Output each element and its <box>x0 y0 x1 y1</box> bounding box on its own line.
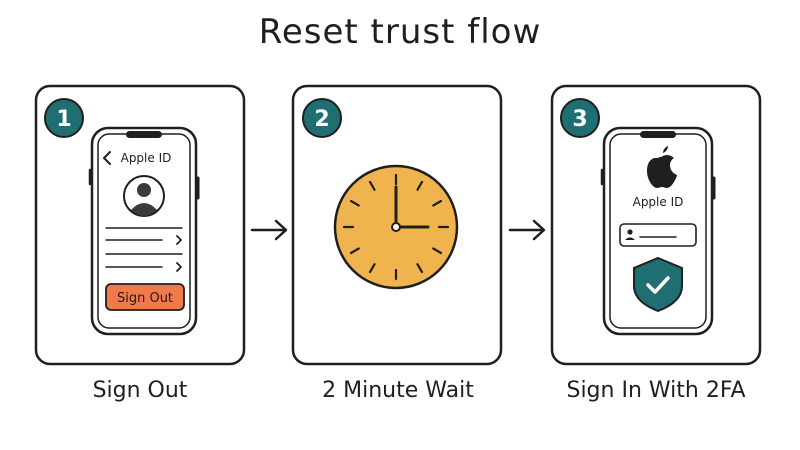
clock-tick <box>368 263 376 274</box>
step-1-badge: 1 <box>44 98 84 138</box>
clock-tick <box>349 199 360 207</box>
step-3-caption: Sign In With 2FA <box>566 378 746 403</box>
apple-id-title: Apple ID <box>633 195 684 209</box>
clock-tick <box>416 263 424 274</box>
user-field-icon <box>625 229 635 240</box>
arrow-right-icon <box>250 219 288 241</box>
step-1-panel: 1 Apple ID <box>34 84 246 366</box>
arrow-right-icon <box>508 219 546 241</box>
step-1-caption: Sign Out <box>92 378 188 403</box>
shield-check-icon <box>633 256 683 313</box>
username-input[interactable] <box>619 223 697 247</box>
chevron-right-icon[interactable] <box>176 235 182 245</box>
chevron-right-icon[interactable] <box>176 262 182 272</box>
settings-list <box>105 227 183 272</box>
step-2-panel: 2 <box>291 84 503 366</box>
step-3-panel: 3 Apple ID <box>550 84 762 366</box>
clock-tick <box>368 180 376 191</box>
phone-device <box>88 126 200 336</box>
sign-out-button-label: Sign Out <box>117 291 173 306</box>
diagram-title: Reset trust flow <box>258 12 542 52</box>
user-avatar-icon <box>123 175 165 217</box>
step-1-number: 1 <box>56 107 71 132</box>
clock-tick <box>416 180 424 191</box>
clock-tick <box>349 247 360 255</box>
apple-logo-icon <box>647 146 677 188</box>
step-2-badge: 2 <box>302 98 342 138</box>
clock-tick <box>432 247 443 255</box>
step-3-number: 3 <box>572 107 587 132</box>
back-chevron-icon[interactable] <box>103 151 111 165</box>
apple-id-title: Apple ID <box>121 151 172 165</box>
sign-out-button[interactable]: Sign Out <box>105 283 185 311</box>
step-3-badge: 3 <box>560 98 600 138</box>
step-2-number: 2 <box>314 107 329 132</box>
step-2-caption: 2 Minute Wait <box>322 378 474 403</box>
clock-icon <box>333 164 459 290</box>
clock-tick <box>432 199 443 207</box>
